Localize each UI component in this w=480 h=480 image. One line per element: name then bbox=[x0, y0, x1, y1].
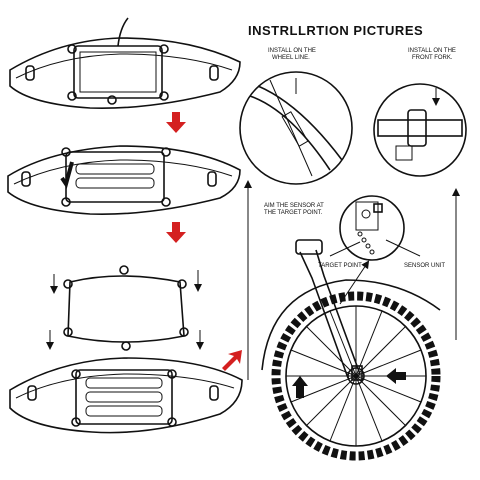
label-sensor-unit: SENSOR UNIT bbox=[404, 263, 445, 269]
bicycle-wheel bbox=[261, 239, 441, 461]
down-arrow-icon bbox=[166, 112, 186, 133]
step4-housing-assembled bbox=[9, 357, 243, 434]
detail-sensor-aim bbox=[339, 195, 405, 261]
down-arrow-icon bbox=[166, 222, 186, 243]
label-front-fork-1: INSTALL ON THE bbox=[408, 48, 456, 54]
step3-cover-screws bbox=[46, 265, 204, 351]
label-aim-2: THE TARGET POINT. bbox=[264, 210, 323, 216]
detail-front-fork bbox=[373, 83, 467, 177]
label-wheel-line-1: INSTALL ON THE bbox=[268, 48, 316, 54]
label-front-fork-2: FRONT FORK. bbox=[412, 55, 453, 61]
right-arrow-icon bbox=[222, 350, 242, 371]
detail-wheel-line bbox=[239, 71, 353, 185]
step2-housing-open bbox=[7, 145, 241, 215]
page-title: INSTRLLRTION PICTURES bbox=[248, 23, 423, 38]
label-wheel-line-2: WHEEL LINE. bbox=[272, 55, 310, 61]
label-aim-1: AIM THE SENSOR AT bbox=[264, 203, 324, 209]
connector-arrows bbox=[244, 180, 460, 380]
step1-housing bbox=[9, 17, 241, 109]
label-target-point: TARGET POINT bbox=[318, 263, 362, 269]
